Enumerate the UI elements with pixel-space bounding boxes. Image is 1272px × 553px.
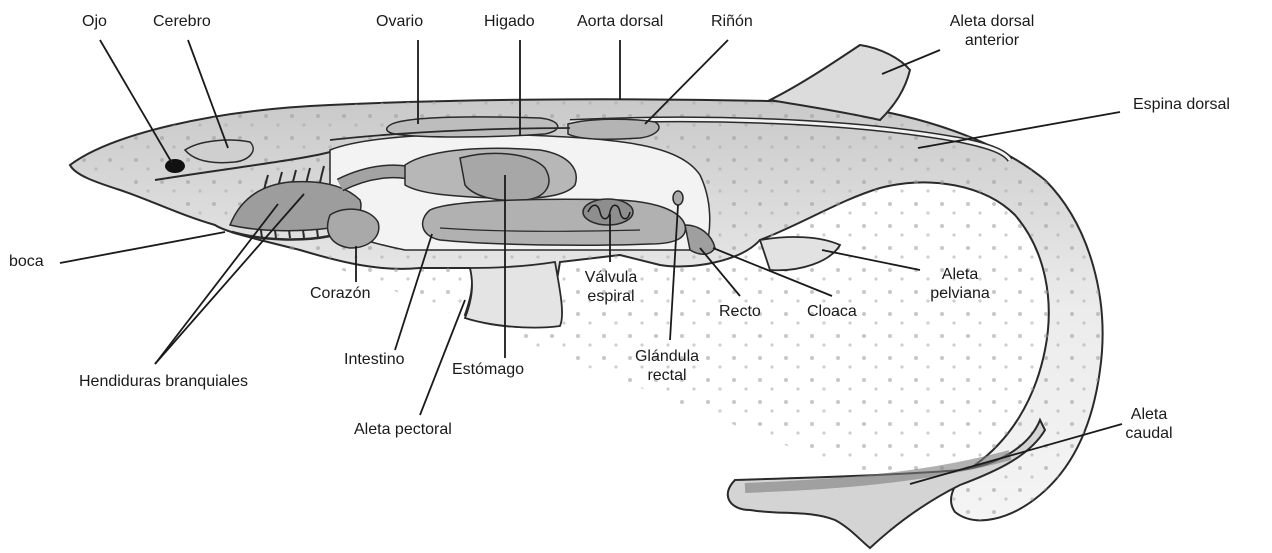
label-valvula-espiral: Válvula espiral <box>575 268 647 306</box>
spiral-valve <box>583 199 633 225</box>
label-rinon: Riñón <box>711 12 753 31</box>
label-higado: Higado <box>484 12 535 31</box>
label-aleta-pelviana: Aleta pelviana <box>912 265 1008 303</box>
label-boca: boca <box>9 252 44 271</box>
intestine <box>423 199 686 245</box>
label-aleta-dorsal-anterior: Aleta dorsal anterior <box>934 12 1050 50</box>
label-aleta-caudal: Aleta caudal <box>1112 405 1186 443</box>
label-intestino: Intestino <box>344 350 404 369</box>
leader-hendiduras-1 <box>155 204 278 364</box>
label-aleta-pectoral: Aleta pectoral <box>354 420 452 439</box>
eye <box>165 159 185 173</box>
ovary <box>387 117 558 137</box>
leader-pectoral <box>420 300 465 415</box>
label-cerebro: Cerebro <box>153 12 211 31</box>
heart <box>328 209 379 248</box>
label-cloaca: Cloaca <box>807 302 857 321</box>
rectal-gland <box>673 191 683 205</box>
label-aorta-dorsal: Aorta dorsal <box>577 12 663 31</box>
label-hendiduras-branquiales: Hendiduras branquiales <box>79 372 248 391</box>
label-estomago: Estómago <box>452 360 524 379</box>
label-ojo: Ojo <box>82 12 107 31</box>
kidney <box>568 119 659 139</box>
leader-boca <box>60 232 225 263</box>
label-glandula-rectal: Glándula rectal <box>622 347 712 385</box>
pectoral-fin <box>465 262 562 328</box>
label-espina-dorsal: Espina dorsal <box>1133 95 1230 114</box>
label-corazon: Corazón <box>310 284 370 303</box>
label-recto: Recto <box>719 302 761 321</box>
label-ovario: Ovario <box>376 12 423 31</box>
